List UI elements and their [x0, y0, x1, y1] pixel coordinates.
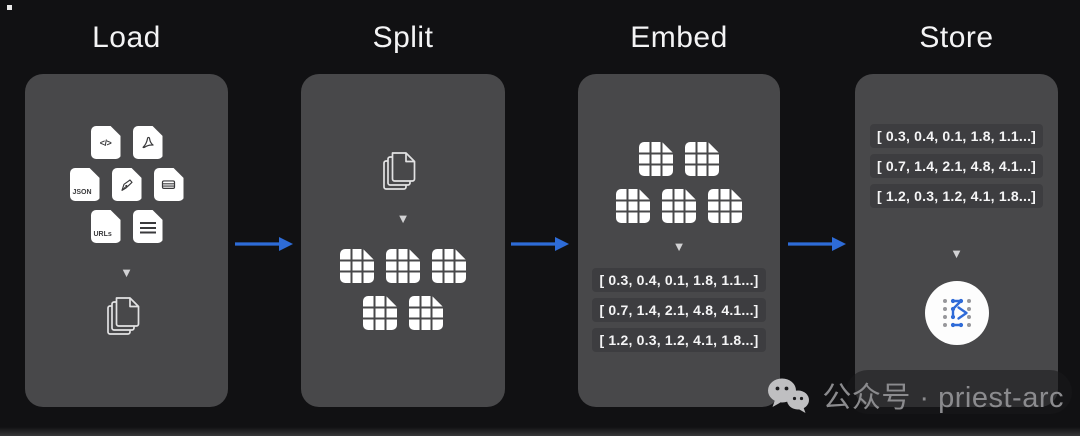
split-chunk-row-2	[363, 296, 443, 330]
card-glyph	[161, 180, 176, 189]
down-arrow-icon: ▼	[120, 265, 133, 280]
acrobat-glyph	[142, 136, 154, 149]
urls-file-label: URLs	[93, 231, 112, 238]
load-doc-row-3: URLs	[90, 210, 163, 243]
watermark: 公众号 · priest-arc	[766, 374, 1064, 416]
load-doc-row-2: JSON	[69, 168, 184, 201]
load-panel: </> JSON	[25, 74, 228, 407]
bottom-edge-gradient	[0, 427, 1080, 436]
vector-database-icon	[942, 298, 971, 328]
urls-file-icon: URLs	[90, 210, 121, 243]
vector-value: [ 0.3, 0.4, 0.1, 1.8, 1.1...]	[592, 268, 766, 292]
text-lines-glyph	[139, 222, 156, 235]
chunk-icon	[363, 296, 397, 330]
vector-store-badge	[924, 281, 989, 345]
chunk-icon	[386, 249, 420, 283]
pen-glyph	[120, 178, 133, 191]
json-file-label: JSON	[72, 189, 92, 196]
stage-title-embed: Embed	[630, 21, 728, 54]
text-file-icon	[132, 210, 163, 243]
chunk-icon	[662, 189, 696, 223]
stage-title-split: Split	[372, 21, 434, 54]
code-file-icon: </>	[90, 126, 121, 159]
pen-file-icon	[111, 168, 142, 201]
flow-arrow-embed-store	[788, 237, 846, 251]
watermark-text: 公众号 · priest-arc	[822, 382, 1064, 414]
chunk-icon	[685, 142, 719, 176]
watermark-background	[846, 370, 1072, 414]
embed-panel: ▼ [ 0.3, 0.4, 0.1, 1.8, 1.1...] [ 0.7, 1…	[578, 74, 780, 407]
chunk-icon	[616, 189, 650, 223]
down-arrow-icon: ▼	[672, 239, 686, 254]
flow-arrow-load-split	[235, 237, 293, 251]
chunk-icon	[708, 189, 742, 223]
flow-arrow-split-embed	[511, 237, 569, 251]
split-chunk-row-1	[340, 249, 466, 283]
chunk-icon	[639, 142, 673, 176]
embed-chunk-row-1	[639, 142, 719, 176]
store-vectors: [ 0.3, 0.4, 0.1, 1.8, 1.1...] [ 0.7, 1.4…	[869, 124, 1044, 208]
down-arrow-icon: ▼	[950, 246, 963, 261]
documents-stack-icon	[383, 152, 416, 190]
code-file-label: </>	[99, 137, 112, 148]
down-arrow-icon: ▼	[396, 211, 410, 226]
vector-value: [ 1.2, 0.3, 1.2, 4.1, 1.8...]	[592, 328, 766, 352]
wechat-icon	[768, 378, 810, 413]
split-panel: ▼	[301, 74, 505, 407]
chunk-icon	[409, 296, 443, 330]
chunk-icon	[340, 249, 374, 283]
pdf-file-icon	[132, 126, 163, 159]
embed-chunk-row-2	[616, 189, 742, 223]
store-panel: [ 0.3, 0.4, 0.1, 1.8, 1.1...] [ 0.7, 1.4…	[855, 74, 1058, 407]
screen-artifact-dot	[7, 5, 12, 10]
chunk-icon	[432, 249, 466, 283]
stage-title-load: Load	[92, 21, 161, 54]
load-doc-row-1: </>	[90, 126, 163, 159]
table-file-icon	[153, 168, 184, 201]
documents-stack-icon	[106, 297, 139, 335]
vector-value: [ 0.7, 1.4, 2.1, 4.8, 4.1...]	[592, 298, 766, 322]
vector-value: [ 0.7, 1.4, 2.1, 4.8, 4.1...]	[869, 154, 1044, 178]
json-file-icon: JSON	[69, 168, 100, 201]
embed-vectors: [ 0.3, 0.4, 0.1, 1.8, 1.1...] [ 0.7, 1.4…	[592, 268, 766, 352]
vector-value: [ 0.3, 0.4, 0.1, 1.8, 1.1...]	[869, 124, 1044, 148]
stage-title-store: Store	[919, 21, 994, 54]
vector-value: [ 1.2, 0.3, 1.2, 4.1, 1.8...]	[869, 184, 1044, 208]
